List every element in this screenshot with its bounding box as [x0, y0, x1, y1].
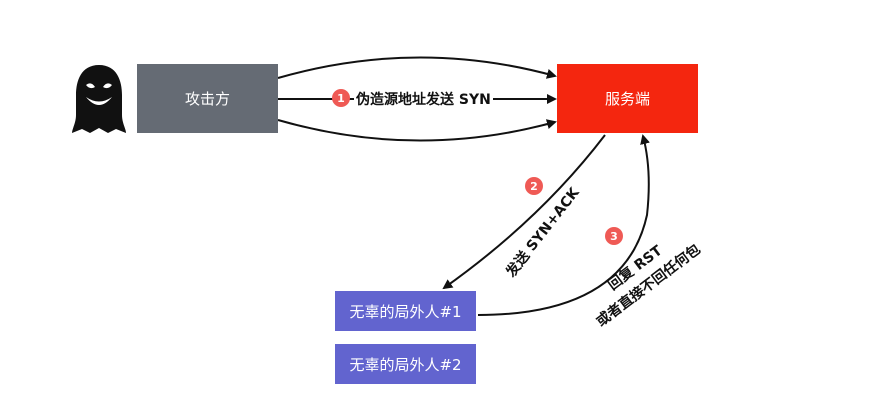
- arrow-server-to-innocent: [442, 134, 606, 290]
- attacker-box: 攻击方: [137, 64, 278, 133]
- step-1-label: 伪造源地址发送 SYN: [354, 89, 493, 109]
- arrow-attacker-to-server-top: [277, 56, 557, 79]
- innocent-label-1: 无辜的局外人#1: [349, 302, 462, 321]
- server-label: 服务端: [604, 90, 650, 108]
- step-2-badge: 2: [525, 177, 543, 195]
- innocent-label-2: 无辜的局外人#2: [349, 355, 462, 374]
- ghost-icon: [72, 65, 126, 133]
- innocent-box-2: 无辜的局外人#2: [335, 344, 476, 384]
- attacker-label: 攻击方: [184, 90, 230, 108]
- step-3-badge: 3: [605, 227, 623, 245]
- arrow-innocent-to-server: [477, 134, 650, 316]
- arrow-attacker-to-server-bottom: [277, 119, 557, 142]
- server-box: 服务端: [557, 64, 698, 133]
- step-1-badge: 1: [332, 89, 350, 107]
- innocent-box-1: 无辜的局外人#1: [335, 291, 476, 331]
